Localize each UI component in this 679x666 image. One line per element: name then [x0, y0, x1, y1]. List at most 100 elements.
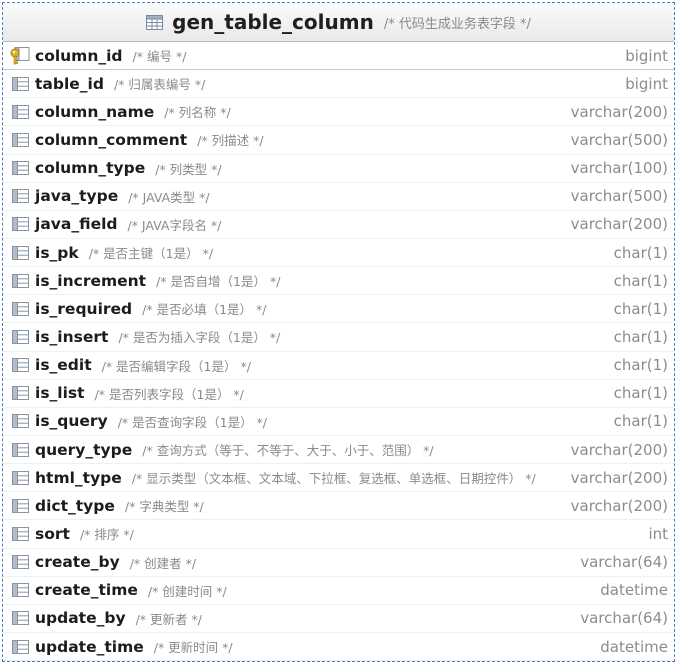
column-type: char(1) — [613, 243, 668, 262]
column-name: column_id — [35, 46, 123, 65]
column-type: char(1) — [613, 271, 668, 290]
column-list: column_id /* 编号 */ bigint table_id /* 归属表编号 … — [3, 42, 674, 662]
column-name: table_id — [35, 74, 104, 93]
column-name: create_by — [35, 553, 120, 572]
column-row-is-query[interactable]: is_query/* 是否查询字段（1是） */char(1) — [3, 408, 674, 436]
column-icon — [9, 611, 31, 626]
column-icon — [9, 76, 31, 91]
column-comment: /* 列名称 */ — [164, 105, 231, 121]
table-icon — [146, 14, 164, 30]
column-type: varchar(200) — [570, 215, 668, 234]
column-comment: /* 创建时间 */ — [147, 583, 227, 599]
column-comment: /* 是否为插入字段（1是） */ — [118, 330, 281, 346]
column-row-html-type[interactable]: html_type/* 显示类型（文本框、文本域、下拉框、复选框、单选框、日期控… — [3, 464, 674, 493]
column-icon — [9, 470, 31, 485]
column-comment: /* 排序 */ — [79, 527, 134, 543]
column-name: create_time — [35, 581, 138, 600]
column-comment: /* 列类型 */ — [155, 161, 222, 177]
column-row-java-field[interactable]: java_field/* JAVA字段名 */varchar(200) — [3, 211, 674, 239]
column-comment: /* 列描述 */ — [197, 133, 264, 149]
column-comment: /* 是否编辑字段（1是） */ — [101, 358, 251, 374]
column-row-is-increment[interactable]: is_increment/* 是否自增（1是） */char(1) — [3, 267, 674, 296]
column-type: datetime — [600, 581, 668, 600]
column-name: dict_type — [35, 496, 115, 515]
column-row-column-comment[interactable]: column_comment /* 列描述 */ varchar(500) — [3, 126, 674, 155]
column-name: is_query — [35, 412, 108, 431]
column-name: is_pk — [35, 243, 79, 262]
column-type: char(1) — [613, 384, 668, 403]
column-icon — [9, 498, 31, 513]
column-row-is-required[interactable]: is_required/* 是否必填（1是） */char(1) — [3, 295, 674, 324]
column-name: is_edit — [35, 356, 92, 375]
column-row-is-pk[interactable]: is_pk /* 是否主键（1是） */ char(1) — [3, 239, 674, 268]
column-type: char(1) — [613, 327, 668, 346]
column-row-create-time[interactable]: create_time /* 创建时间 */ datetime — [3, 577, 674, 605]
primary-key-icon — [9, 46, 31, 65]
column-name: update_time — [35, 637, 144, 656]
column-type: varchar(500) — [570, 187, 668, 206]
column-row-column-type[interactable]: column_type/* 列类型 */varchar(100) — [3, 155, 674, 183]
column-type: varchar(200) — [570, 102, 668, 121]
column-comment: /* 更新时间 */ — [153, 640, 233, 656]
column-row-column-name[interactable]: column_name /* 列名称 */ varchar(200) — [3, 98, 674, 127]
column-icon — [9, 189, 31, 204]
column-name: java_type — [35, 187, 119, 206]
column-comment: /* 归属表编号 */ — [113, 77, 206, 93]
column-icon — [9, 273, 31, 288]
column-comment: /* 编号 */ — [132, 49, 187, 65]
column-type: varchar(64) — [580, 553, 668, 572]
column-type: bigint — [625, 46, 668, 65]
column-row-is-edit[interactable]: is_edit /* 是否编辑字段（1是） */ char(1) — [3, 352, 674, 380]
column-name: java_field — [35, 215, 118, 234]
table-comment: /* 代码生成业务表字段 */ — [383, 16, 531, 32]
column-row-table-id[interactable]: table_id /* 归属表编号 */ bigint — [3, 70, 674, 99]
column-icon — [9, 161, 31, 176]
column-name: is_list — [35, 384, 85, 403]
column-name: sort — [35, 524, 70, 543]
column-comment: /* 显示类型（文本框、文本域、下拉框、复选框、单选框、日期控件） */ — [131, 471, 536, 487]
column-row-update-by[interactable]: update_by /* 更新者 */ varchar(64) — [3, 605, 674, 633]
column-comment: /* 字典类型 */ — [124, 499, 204, 515]
column-row-dict-type[interactable]: dict_type/* 字典类型 */varchar(200) — [3, 492, 674, 521]
table-header[interactable]: gen_table_column /* 代码生成业务表字段 */ — [3, 3, 674, 42]
column-type: bigint — [625, 74, 668, 93]
column-icon — [9, 583, 31, 598]
table-name: gen_table_column — [172, 10, 374, 34]
column-icon — [9, 386, 31, 401]
column-icon — [9, 555, 31, 570]
column-comment: /* 查询方式（等于、不等于、大于、小于、范围） */ — [142, 443, 434, 459]
column-type: char(1) — [613, 299, 668, 318]
column-icon — [9, 132, 31, 147]
column-type: int — [648, 524, 668, 543]
column-type: varchar(500) — [570, 130, 668, 149]
column-icon — [9, 245, 31, 260]
column-row-is-list[interactable]: is_list /* 是否列表字段（1是） */ char(1) — [3, 380, 674, 408]
column-type: varchar(200) — [570, 468, 668, 487]
column-name: column_name — [35, 102, 155, 121]
column-type: char(1) — [613, 412, 668, 431]
column-comment: /* 是否自增（1是） */ — [156, 274, 281, 290]
column-comment: /* 创建者 */ — [129, 555, 197, 571]
column-row-query-type[interactable]: query_type/* 查询方式（等于、不等于、大于、小于、范围） */var… — [3, 436, 674, 465]
column-row-sort[interactable]: sort /* 排序 */ int — [3, 520, 674, 549]
column-icon — [9, 329, 31, 344]
column-name: column_type — [35, 159, 146, 178]
column-name: update_by — [35, 609, 126, 628]
column-comment: /* 更新者 */ — [135, 611, 202, 627]
column-icon — [9, 104, 31, 119]
column-comment: /* 是否主键（1是） */ — [88, 246, 214, 262]
column-row-update-time[interactable]: update_time /* 更新时间 */ datetime — [3, 633, 674, 662]
column-type: datetime — [600, 637, 668, 656]
column-type: char(1) — [613, 356, 668, 375]
column-comment: /* 是否列表字段（1是） */ — [94, 386, 244, 402]
column-row-create-by[interactable]: create_by /* 创建者 */ varchar(64) — [3, 549, 674, 577]
column-name: column_comment — [35, 130, 188, 149]
column-row-column-id[interactable]: column_id /* 编号 */ bigint — [3, 42, 674, 71]
column-type: varchar(64) — [580, 609, 668, 628]
column-icon — [9, 414, 31, 429]
column-icon — [9, 301, 31, 316]
column-row-java-type[interactable]: java_type/* JAVA类型 */varchar(500) — [3, 183, 674, 211]
column-name: is_required — [35, 299, 133, 318]
column-row-is-insert[interactable]: is_insert/* 是否为插入字段（1是） */char(1) — [3, 323, 674, 352]
